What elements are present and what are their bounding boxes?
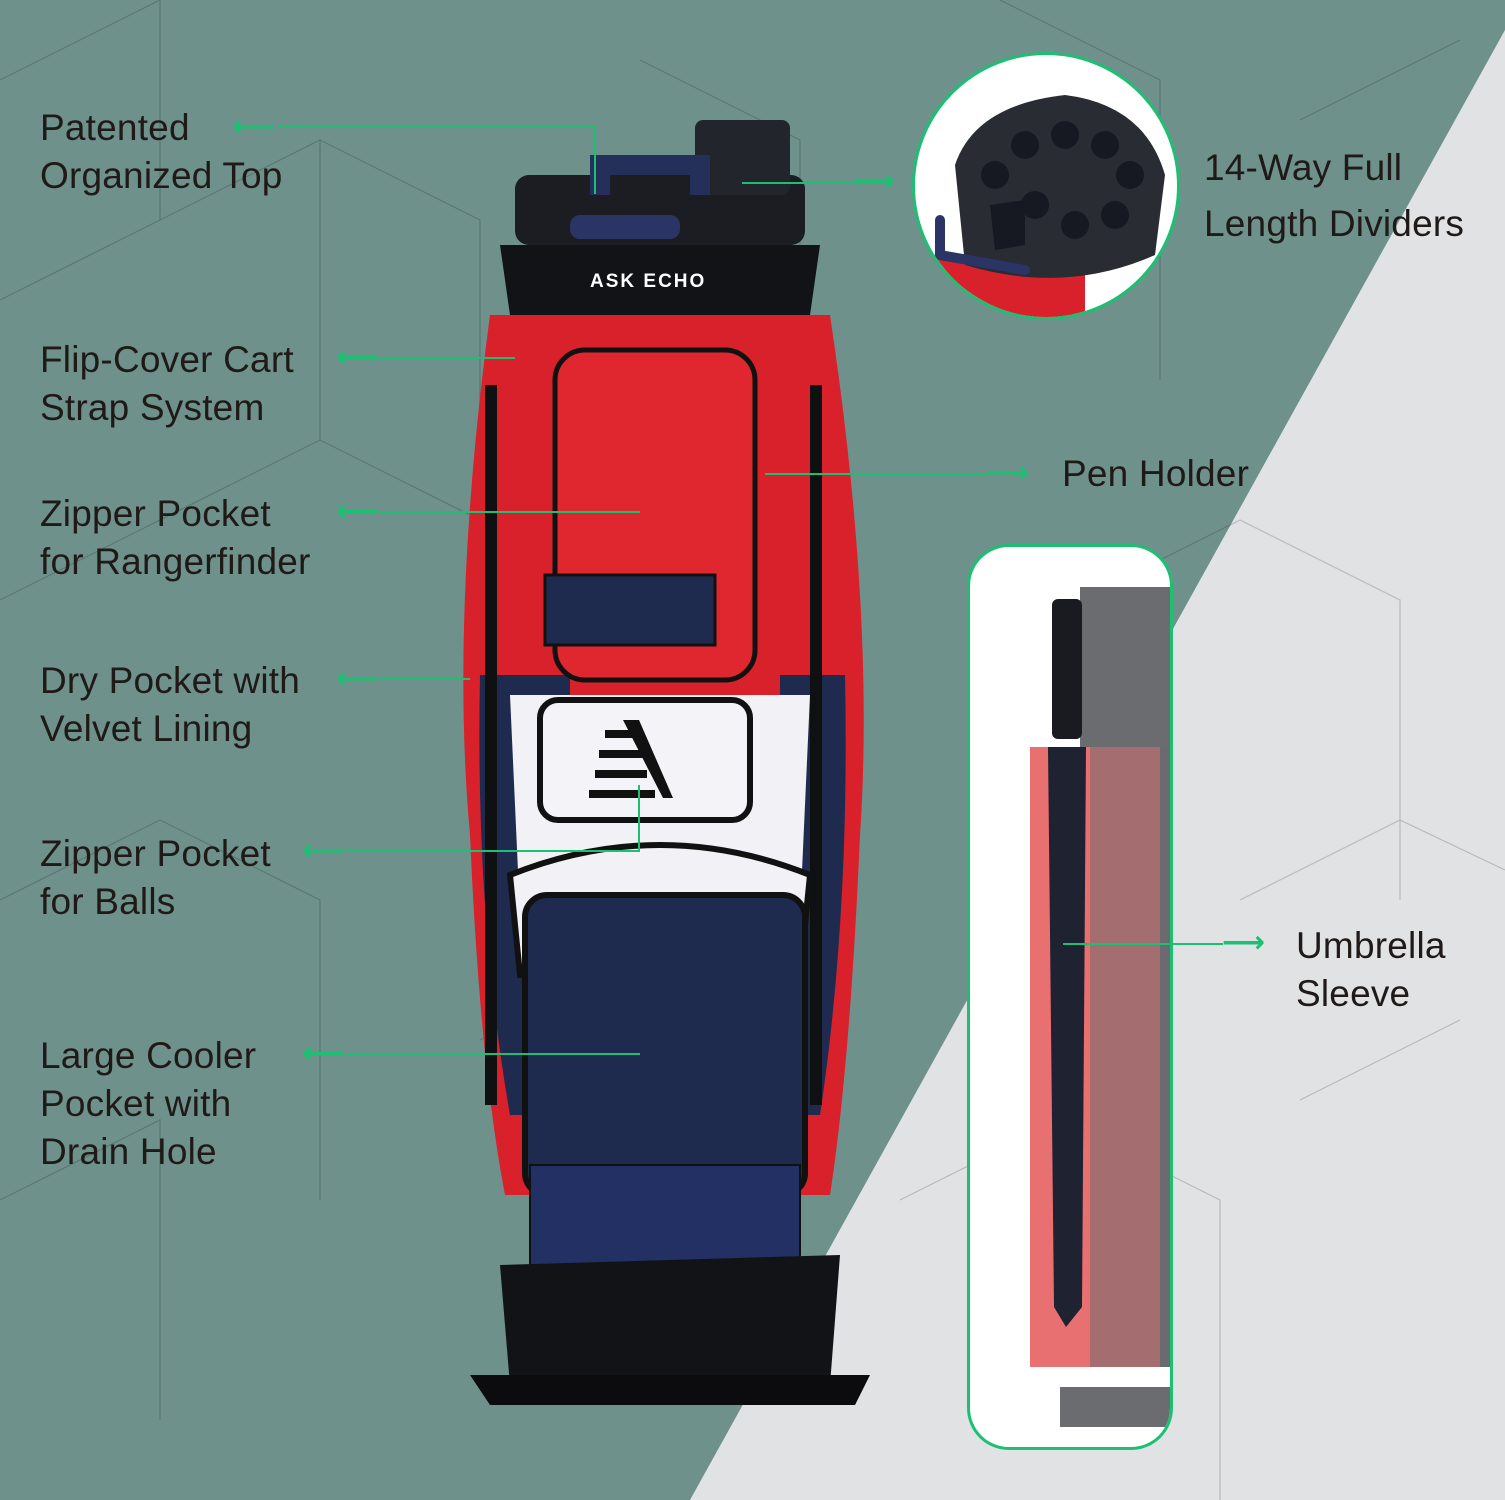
dividers-inset-image [912, 52, 1180, 320]
arrow-left-icon: ⟵ [302, 834, 346, 867]
callout-line [346, 1053, 640, 1055]
callout-line [346, 850, 640, 852]
golf-bag-image: ASK ECHO [463, 120, 870, 1405]
arrow-left-icon: ⟵ [232, 110, 276, 143]
callout-line [594, 126, 596, 194]
arrow-right-icon: ⟶ [1222, 926, 1266, 959]
callout-line [278, 126, 596, 128]
arrow-left-icon: ⟵ [336, 341, 380, 374]
arrow-left-icon: ⟵ [302, 1037, 346, 1070]
callout-line [380, 511, 640, 513]
arrow-right-icon: ⟶ [852, 165, 896, 198]
callout-line [380, 357, 515, 359]
svg-text:ASK ECHO: ASK ECHO [590, 271, 706, 292]
arrow-left-icon: ⟵ [336, 662, 380, 695]
arrow-right-icon: ⟶ [986, 456, 1030, 489]
callout-line [380, 678, 470, 680]
callout-line [638, 785, 640, 852]
callout-line [742, 182, 852, 184]
callout-pen-holder: Pen Holder [1062, 453, 1250, 494]
callout-line [765, 473, 987, 475]
arrow-left-icon: ⟵ [336, 495, 380, 528]
umbrella-inset-image [967, 544, 1173, 1450]
callout-line [1063, 943, 1223, 945]
